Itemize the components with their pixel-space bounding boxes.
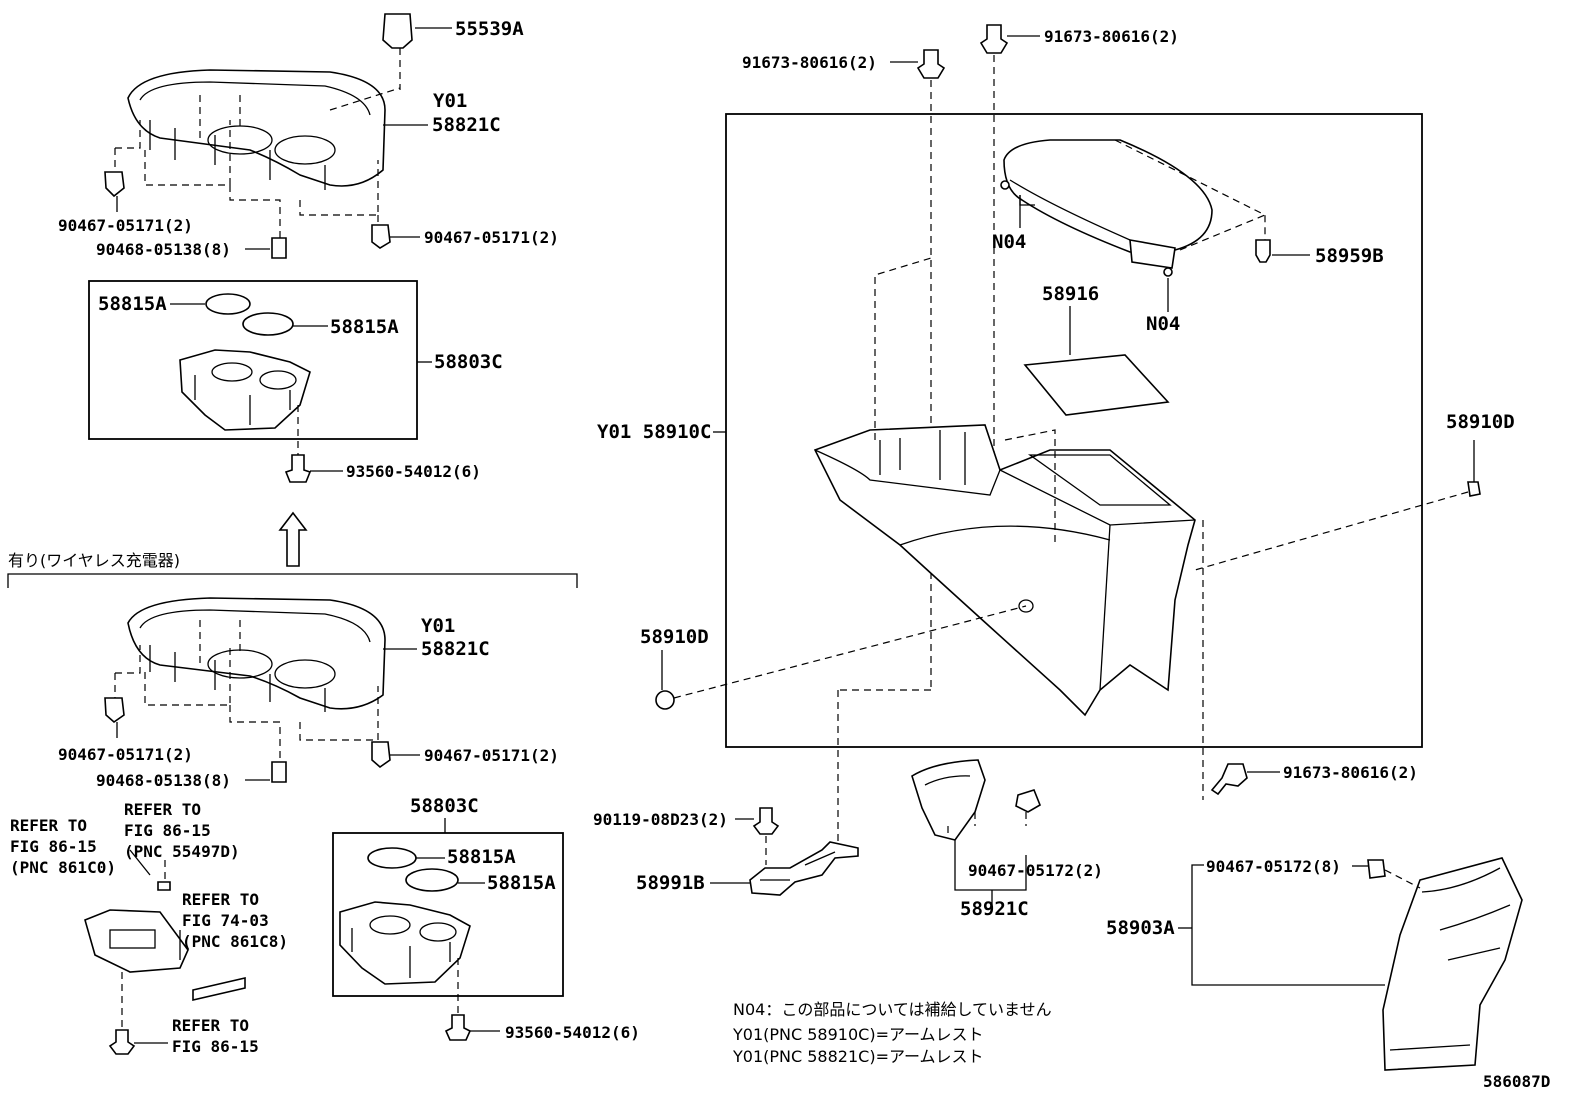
bracket-58991b: 90119-08D23(2) 58991B (593, 689, 931, 896)
label-clip-bot-right: 90467-05171(2) (424, 746, 559, 765)
label-n04-b: N04 (1146, 313, 1180, 335)
label-58815a-1: 58815A (98, 293, 167, 315)
label-screw-91673-a: 91673-80616(2) (742, 53, 877, 72)
label-58910d-right: 58910D (1446, 411, 1515, 433)
ref1-line2: FIG 86-15 (10, 837, 97, 856)
label-wireless-header: 有り(ワイヤレス充電器) (8, 551, 180, 570)
ref2-line2: FIG 86-15 (124, 821, 211, 840)
ref2-line1: REFER TO (124, 800, 201, 819)
tray-assembly-bottom (104, 597, 420, 783)
ref1-line1: REFER TO (10, 816, 87, 835)
ref3-line3: (PNC 861C8) (182, 932, 288, 951)
label-screw-91673-c: 91673-80616(2) (1283, 763, 1418, 782)
console-assembly (655, 24, 1481, 800)
label-y01-58910c: Y01 58910C (597, 421, 711, 443)
ref4-line2: FIG 86-15 (172, 1037, 259, 1056)
bolt-top: 93560-54012(6) (284, 454, 481, 483)
label-bolt-top: 93560-54012(6) (346, 462, 481, 481)
labels-console: 91673-80616(2) 91673-80616(2) N04 58959B… (597, 27, 1515, 782)
refer-notes: REFER TO FIG 86-15 (PNC 861C0) REFER TO … (10, 800, 288, 1056)
label-clip-top-right: 90467-05171(2) (424, 228, 559, 247)
box-58803c-bottom: 58803C 58815A 58815A (332, 795, 564, 1015)
wireless-option-group: 有り(ワイヤレス充電器) (7, 551, 578, 588)
note-y01-58821c: Y01(PNC 58821C)=アームレスト (732, 1047, 984, 1066)
label-58821c-bottom: 58821C (421, 638, 490, 660)
label-clip-top-left: 90467-05171(2) (58, 216, 193, 235)
label-clip-top-mid: 90468-05138(8) (96, 240, 231, 259)
label-58991b: 58991B (636, 872, 705, 894)
footnotes: N04：この部品については補給していません Y01(PNC 58910C)=アー… (732, 1000, 1550, 1091)
label-screw-91673-b: 91673-80616(2) (1044, 27, 1179, 46)
label-55539a: 55539A (455, 18, 524, 40)
label-58815a-2: 58815A (330, 316, 399, 338)
label-58959b: 58959B (1315, 245, 1384, 267)
label-y01-bottom: Y01 (421, 615, 455, 637)
panel-58921c: 90467-05172(2) 58921C (911, 759, 1103, 920)
up-arrow-icon (278, 511, 308, 567)
label-58921c: 58921C (960, 898, 1029, 920)
label-58803c-bottom: 58803C (410, 795, 479, 817)
label-58803c-top: 58803C (434, 351, 503, 373)
label-58815a-3: 58815A (447, 846, 516, 868)
label-bolt-bottom: 93560-54012(6) (505, 1023, 640, 1042)
label-clip-bot-mid: 90468-05138(8) (96, 771, 231, 790)
ref1-line3: (PNC 861C0) (10, 858, 116, 877)
label-58903a: 58903A (1106, 917, 1175, 939)
ref3-line2: FIG 74-03 (182, 911, 269, 930)
label-58815a-4: 58815A (487, 872, 556, 894)
figure-id: 586087D (1483, 1072, 1550, 1091)
ref4-line1: REFER TO (172, 1016, 249, 1035)
panel-58903a: 90467-05172(8) 58903A (1106, 857, 1523, 1071)
part-55539a-shape (382, 13, 413, 49)
bolt-bottom: 93560-54012(6) (444, 1014, 640, 1042)
label-90119: 90119-08D23(2) (593, 810, 728, 829)
label-58910d-left: 58910D (640, 626, 709, 648)
label-clip-bot-left: 90467-05171(2) (58, 745, 193, 764)
label-58916: 58916 (1042, 283, 1099, 305)
ref3-line1: REFER TO (182, 890, 259, 909)
label-90467-05172-b: 90467-05172(8) (1206, 857, 1341, 876)
label-y01-top: Y01 (433, 90, 467, 112)
label-90467-05172-a: 90467-05172(2) (968, 861, 1103, 880)
labels-bottom-left: Y01 58821C 90467-05171(2) 90468-05138(8)… (58, 615, 559, 790)
tray-assembly-top (104, 13, 452, 259)
label-n04-a: N04 (992, 231, 1026, 253)
ref2-line3: (PNC 55497D) (124, 842, 240, 861)
box-58803c-top: 58815A 58815A 58803C (88, 280, 503, 455)
note-n04: N04：この部品については補給していません (733, 1000, 1052, 1019)
note-y01-58910c: Y01(PNC 58910C)=アームレスト (732, 1025, 984, 1044)
labels-top-left: 55539A Y01 58821C 90467-05171(2) 90468-0… (58, 18, 559, 259)
label-58821c-top: 58821C (432, 114, 501, 136)
wireless-charger (84, 849, 246, 1055)
